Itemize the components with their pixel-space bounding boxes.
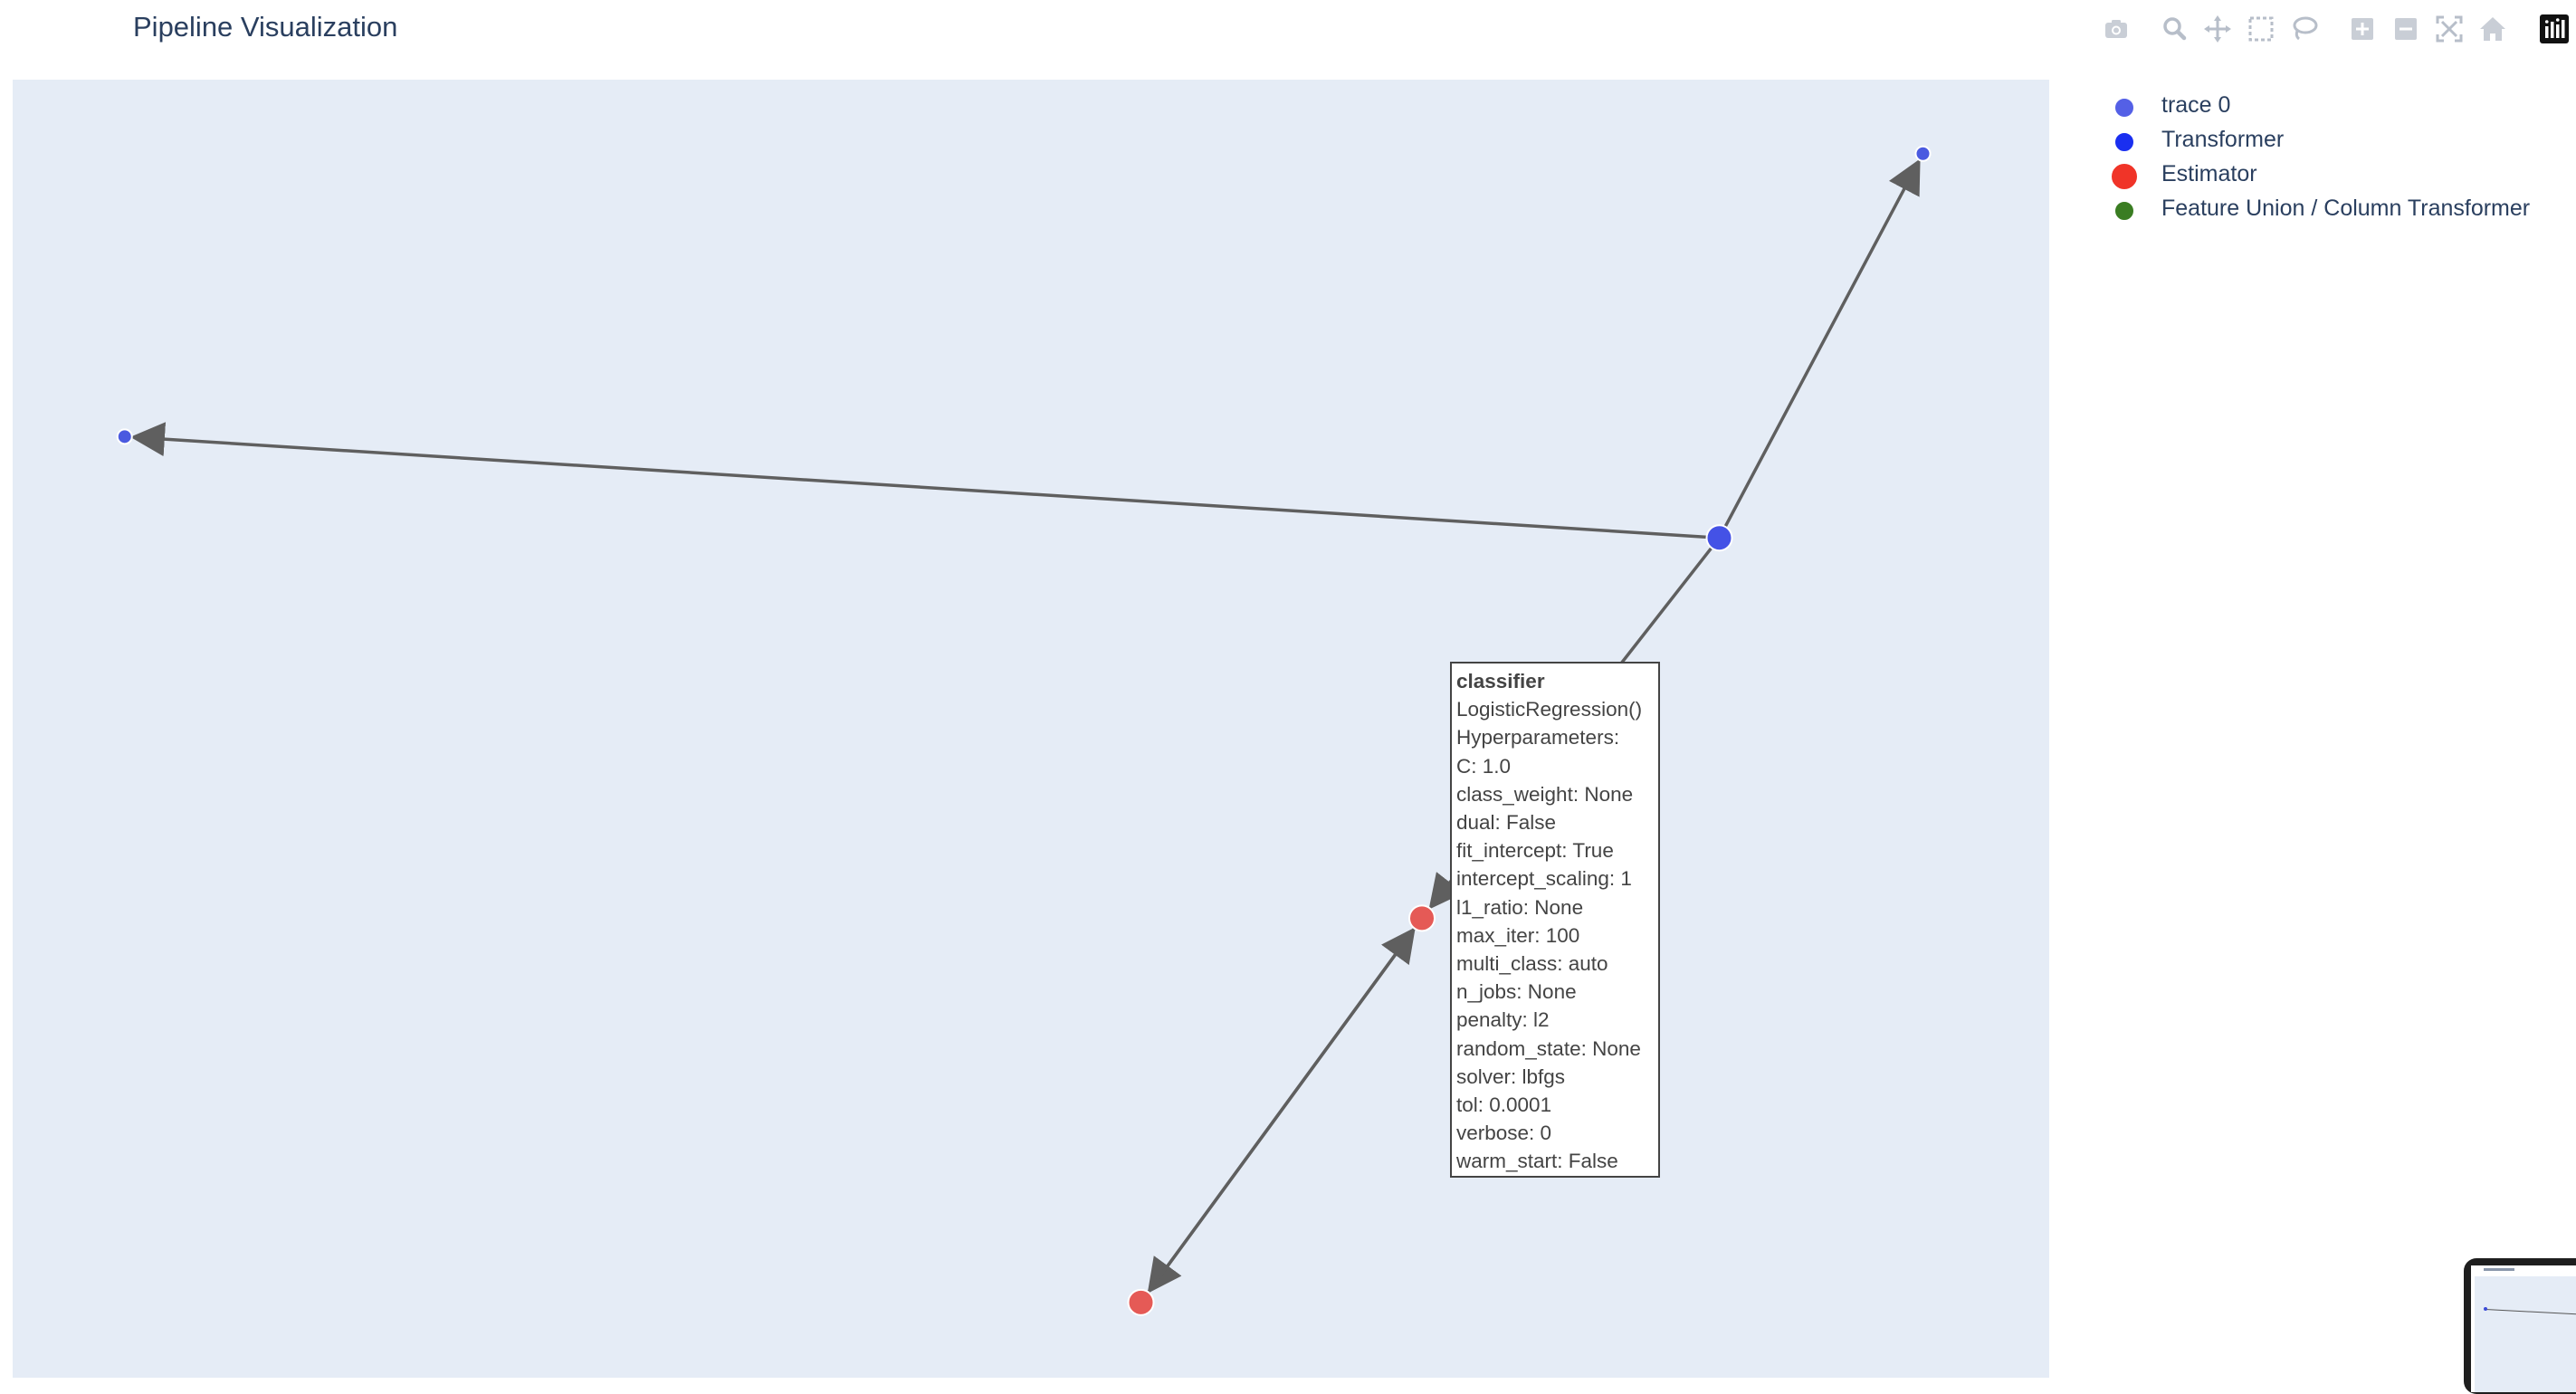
thumbnail-node	[2484, 1307, 2487, 1311]
edge-arrow	[1140, 927, 1416, 1303]
pan-icon[interactable]	[2201, 13, 2234, 45]
legend-label: Feature Union / Column Transformer	[2161, 196, 2531, 221]
plot-area[interactable]	[13, 80, 2049, 1378]
circle-marker-icon	[2113, 131, 2135, 153]
tooltip-line: Hyperparameters:	[1456, 726, 1620, 750]
tooltip-line: random_state: None	[1456, 1036, 1641, 1060]
zoom-in-icon[interactable]	[2346, 13, 2379, 45]
legend-item-transformer[interactable]: Transformer	[2109, 125, 2571, 159]
camera-icon[interactable]	[2100, 13, 2132, 45]
tooltip-line: class_weight: None	[1456, 782, 1634, 806]
graph-node-classifier[interactable]	[1408, 904, 1436, 932]
tooltip-line: l1_ratio: None	[1456, 895, 1584, 919]
tooltip-line: intercept_scaling: 1	[1456, 867, 1632, 891]
page-title: Pipeline Visualization	[133, 11, 398, 43]
graph-node-n5[interactable]	[1127, 1288, 1155, 1316]
hover-tooltip: classifier LogisticRegression() Hyperpar…	[1450, 662, 1660, 1178]
tooltip-line: multi_class: auto	[1456, 952, 1608, 976]
tooltip-title: classifier	[1456, 670, 1545, 692]
legend-item-feature-union-column-transformer[interactable]: Feature Union / Column Transformer	[2109, 194, 2571, 228]
tooltip-line: penalty: l2	[1456, 1008, 1550, 1032]
legend-item-estimator[interactable]: Estimator	[2109, 159, 2571, 194]
legend-label: Estimator	[2161, 161, 2257, 186]
tooltip-line: fit_intercept: True	[1456, 839, 1614, 863]
thumbnail-plot	[2475, 1276, 2576, 1392]
legend-label: trace 0	[2161, 92, 2231, 118]
reset-axes-icon[interactable]	[2476, 13, 2509, 45]
tooltip-line: n_jobs: None	[1456, 980, 1577, 1004]
tooltip-line: dual: False	[1456, 811, 1557, 835]
nodes-layer	[116, 145, 1932, 1316]
zoom-icon[interactable]	[2158, 13, 2190, 45]
modebar	[2100, 13, 2571, 45]
tooltip-line: warm_start: False	[1456, 1150, 1618, 1173]
thumbnail-screen	[2471, 1265, 2576, 1392]
tooltip-line: tol: 0.0001	[1456, 1093, 1552, 1117]
box-select-icon[interactable]	[2245, 13, 2277, 45]
tooltip-line: LogisticRegression()	[1456, 698, 1643, 721]
thumbnail-edge	[2485, 1309, 2576, 1315]
legend: trace 0 Transformer Estimator Feature Un…	[2109, 91, 2571, 228]
tooltip-line: max_iter: 100	[1456, 923, 1580, 947]
edge-arrow	[1717, 158, 1921, 539]
graph-node-n3[interactable]	[1705, 524, 1733, 552]
screen-thumbnail	[2464, 1258, 2576, 1394]
tooltip-line: verbose: 0	[1456, 1122, 1552, 1145]
zoom-out-icon[interactable]	[2390, 13, 2422, 45]
legend-label: Transformer	[2161, 127, 2285, 152]
pipeline-graph[interactable]	[13, 80, 2049, 1378]
lasso-select-icon[interactable]	[2288, 13, 2321, 45]
edge-arrow	[129, 422, 1720, 539]
plotly-logo-icon[interactable]	[2538, 13, 2571, 45]
circle-marker-icon	[2110, 162, 2139, 191]
autoscale-icon[interactable]	[2433, 13, 2466, 45]
graph-node-n1[interactable]	[116, 428, 133, 445]
circle-marker-icon	[2113, 97, 2135, 119]
graph-node-n2[interactable]	[1914, 145, 1932, 162]
tooltip-line: C: 1.0	[1456, 754, 1512, 778]
legend-item-trace-0[interactable]: trace 0	[2109, 91, 2571, 125]
thumbnail-title	[2484, 1268, 2514, 1271]
tooltip-line: solver: lbfgs	[1456, 1065, 1566, 1088]
circle-marker-icon	[2113, 200, 2135, 222]
